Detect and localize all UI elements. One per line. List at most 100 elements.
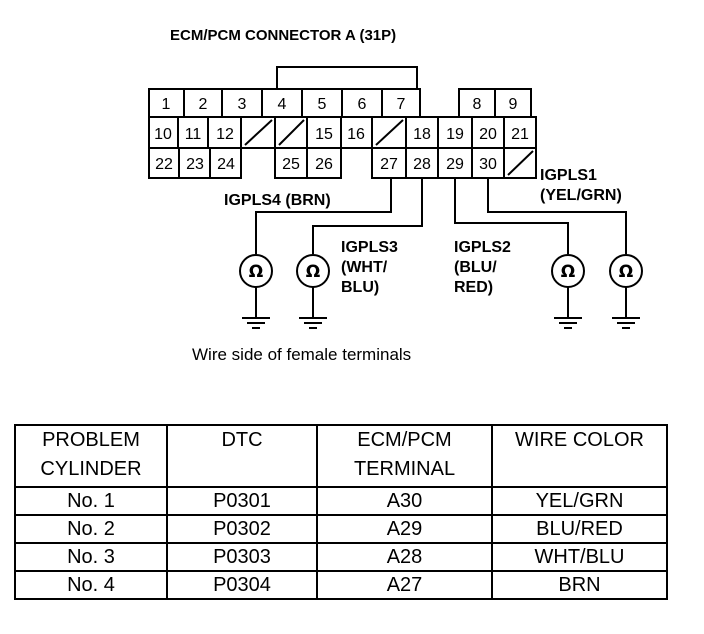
blank-slash-13	[244, 119, 273, 146]
table-row: No. 4 P0304 A27 BRN	[14, 570, 668, 600]
cell-wire-color: WHT/BLU	[491, 542, 668, 572]
diagram-caption: Wire side of female terminals	[192, 345, 411, 364]
pin-cell-31-blank	[503, 147, 537, 179]
ground-icon	[242, 287, 270, 329]
cell-dtc: P0301	[166, 486, 318, 516]
lead-igpls2	[454, 178, 569, 254]
pin-number: 10	[154, 126, 172, 143]
pin-number: 4	[278, 96, 287, 113]
meter-igpls1: Ω	[609, 254, 643, 329]
probe-wire-color: (BRN)	[285, 192, 330, 209]
cell-dtc: P0302	[166, 514, 318, 544]
cell-terminal: A27	[316, 570, 493, 600]
table-row: No. 3 P0303 A28 WHT/BLU	[14, 542, 668, 572]
pin-number: 11	[185, 126, 202, 143]
cell-wire-color: BLU/RED	[491, 514, 668, 544]
pin-number: 29	[446, 156, 464, 173]
header-line: WIRE COLOR	[515, 429, 644, 451]
cell-terminal: A30	[316, 486, 493, 516]
pin-number: 28	[413, 156, 431, 173]
ohm-symbol: Ω	[306, 262, 320, 282]
probe-name-igpls3: IGPLS3	[341, 239, 398, 256]
pin-number: 6	[358, 96, 367, 113]
pin-cell-26	[306, 147, 342, 179]
pin-number: 23	[186, 156, 204, 173]
cell-terminal: A28	[316, 542, 493, 572]
ground-icon	[612, 287, 640, 329]
pin-number: 16	[347, 126, 365, 143]
blank-cavity-slashes	[244, 119, 534, 176]
ground-icon	[299, 287, 327, 329]
meter-igpls4: Ω	[239, 254, 273, 329]
cell-dtc: P0304	[166, 570, 318, 600]
pin-number: 24	[217, 156, 235, 173]
probe-label-igpls4: IGPLS4 (BRN)	[224, 192, 331, 209]
pin-number: 9	[509, 96, 518, 113]
pin-number: 30	[479, 156, 497, 173]
header-dtc: DTC	[166, 424, 318, 488]
connector-title: ECM/PCM CONNECTOR A (31P)	[170, 27, 396, 44]
pin-number: 18	[413, 126, 431, 143]
header-wire-color: WIRE COLOR	[491, 424, 668, 488]
pin-number: 15	[315, 126, 333, 143]
probe-name-igpls1: IGPLS1	[540, 167, 597, 184]
pin-number: 12	[216, 126, 234, 143]
cell-cylinder: No. 2	[14, 514, 168, 544]
blank-slash-17	[375, 119, 404, 146]
pin-number: 3	[238, 96, 247, 113]
ohm-symbol: Ω	[561, 262, 575, 282]
lead-igpls1	[487, 178, 627, 254]
pin-cell-24	[209, 147, 242, 179]
probe-color-igpls2-line1: (BLU/	[454, 259, 497, 276]
probe-name: IGPLS4	[224, 192, 281, 209]
pin-number: 20	[479, 126, 497, 143]
pin-number: 22	[155, 156, 173, 173]
blank-slash-14	[278, 119, 305, 146]
header-line: DTC	[221, 429, 263, 451]
pin-number: 25	[282, 156, 300, 173]
meter-igpls2: Ω	[551, 254, 585, 329]
connector-body	[148, 66, 537, 179]
pin-number: 21	[511, 126, 529, 143]
lead-igpls3	[312, 178, 423, 254]
ohm-symbol: Ω	[249, 262, 263, 282]
header-line: TERMINAL	[353, 458, 456, 480]
lead-igpls4	[255, 178, 392, 254]
connector-lock-tab	[276, 66, 418, 89]
table-row: No. 1 P0301 A30 YEL/GRN	[14, 486, 668, 516]
table-row: No. 2 P0302 A29 BLU/RED	[14, 514, 668, 544]
header-line: PROBLEM	[42, 429, 140, 451]
ohm-symbol: Ω	[619, 262, 633, 282]
probe-color-igpls1: (YEL/GRN)	[540, 187, 622, 204]
ground-icon	[554, 287, 582, 329]
pin-number: 27	[380, 156, 398, 173]
cell-dtc: P0303	[166, 542, 318, 572]
cell-cylinder: No. 4	[14, 570, 168, 600]
pin-number: 1	[162, 96, 171, 113]
cell-cylinder: No. 3	[14, 542, 168, 572]
pin-number: 8	[473, 96, 482, 113]
pin-number: 19	[446, 126, 464, 143]
header-ecm-terminal: ECM/PCM TERMINAL	[316, 424, 493, 488]
header-line: CYLINDER	[40, 458, 142, 480]
pin-number: 5	[318, 96, 327, 113]
probe-color-igpls2-line2: RED)	[454, 279, 493, 296]
connector-diagram: ECM/PCM CONNECTOR A (31P)	[148, 27, 643, 364]
blank-slash-31	[507, 150, 534, 176]
probe-color-igpls3-line2: BLU)	[341, 279, 379, 296]
pin-number: 7	[397, 96, 406, 113]
cell-cylinder: No. 1	[14, 486, 168, 516]
dtc-table: PROBLEM CYLINDER DTC ECM/PCM TERMINAL WIRE…	[14, 424, 668, 600]
wire-leads	[255, 178, 627, 254]
meter-igpls3: Ω	[296, 254, 330, 329]
cell-wire-color: YEL/GRN	[491, 486, 668, 516]
pin-number: 2	[199, 96, 208, 113]
pin-number: 26	[315, 156, 333, 173]
header-line: ECM/PCM	[357, 429, 452, 451]
probe-name-igpls2: IGPLS2	[454, 239, 511, 256]
table-header-row: PROBLEM CYLINDER DTC ECM/PCM TERMINAL WIRE…	[14, 424, 668, 488]
header-problem-cylinder: PROBLEM CYLINDER	[14, 424, 168, 488]
probe-color-igpls3-line1: (WHT/	[341, 259, 388, 276]
cell-terminal: A29	[316, 514, 493, 544]
cell-wire-color: BRN	[491, 570, 668, 600]
